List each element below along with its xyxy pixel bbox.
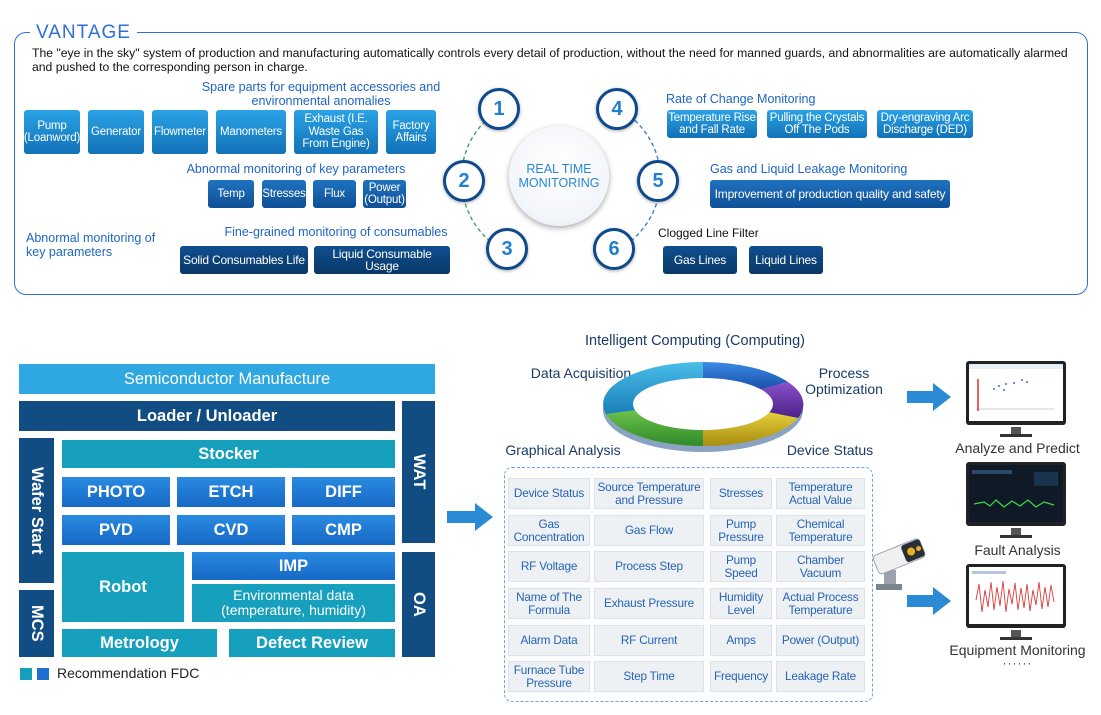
analyze-predict-monitor-icon bbox=[966, 361, 1066, 437]
vantage-description: The "eye in the sky" system of productio… bbox=[32, 46, 1068, 74]
step-number-6: 6 bbox=[593, 228, 635, 270]
vantage-panel bbox=[14, 32, 1088, 295]
param-stresses: Stresses bbox=[262, 180, 306, 208]
defect-review: Defect Review bbox=[229, 629, 395, 657]
grid-cell: Humidity Level bbox=[710, 588, 772, 619]
filter-gas-lines: Gas Lines bbox=[663, 246, 737, 274]
grid-cell: RF Voltage bbox=[508, 551, 590, 582]
filter-liquid-lines: Liquid Lines bbox=[749, 246, 823, 274]
grid-cell: Frequency bbox=[710, 661, 772, 692]
module-imp: IMP bbox=[192, 552, 395, 580]
spare-part-flowmeter: Flowmeter bbox=[152, 110, 208, 154]
spare-part-manometers: Manometers bbox=[216, 110, 286, 154]
legend-swatch-blue bbox=[37, 668, 49, 680]
arrow-right-icon bbox=[447, 503, 493, 531]
module-photo: PHOTO bbox=[62, 477, 170, 507]
oa-block: OA bbox=[402, 552, 435, 657]
step-number-5: 5 bbox=[637, 160, 679, 202]
computing-ring bbox=[603, 362, 804, 452]
param-temp: Temp bbox=[208, 180, 254, 208]
grid-cell: Gas Concentration bbox=[508, 515, 590, 546]
grid-cell: Pump Speed bbox=[710, 551, 772, 582]
graphical-analysis-label: Graphical Analysis bbox=[505, 442, 621, 458]
rate-pulling-crystals: Pulling the Crystals Off The Pods bbox=[767, 110, 867, 138]
grid-cell: Temperature Actual Value bbox=[776, 478, 865, 509]
module-etch: ETCH bbox=[177, 477, 285, 507]
robot: Robot bbox=[62, 552, 184, 622]
grid-cell: Actual Process Temperature bbox=[776, 588, 865, 619]
param-power: Power (Output) bbox=[363, 180, 406, 208]
fault-analysis-label: Fault Analysis bbox=[974, 542, 1061, 558]
stocker: Stocker bbox=[62, 440, 395, 468]
rate-of-change-title: Rate of Change Monitoring bbox=[666, 92, 816, 106]
rate-dry-engraving: Dry-engraving Arc Discharge (DED) bbox=[877, 110, 973, 138]
grid-cell: Chamber Vacuum bbox=[776, 551, 865, 582]
wat-block: WAT bbox=[402, 401, 435, 543]
consumable-liquid: Liquid Consumable Usage bbox=[314, 246, 450, 274]
grid-cell: Leakage Rate bbox=[776, 661, 865, 692]
abnormal-monitoring-title: Abnormal monitoring of key parameters bbox=[186, 162, 406, 176]
grid-cell: Exhaust Pressure bbox=[594, 588, 704, 619]
spare-part-pump: Pump (Loanword) bbox=[24, 110, 80, 154]
module-pvd: PVD bbox=[62, 515, 170, 545]
grid-cell: Amps bbox=[710, 625, 772, 656]
process-optimization-label: Process Optimization bbox=[805, 365, 883, 397]
device-status-label: Device Status bbox=[786, 442, 874, 458]
grid-cell: Furnace Tube Pressure bbox=[508, 661, 590, 692]
module-diff: DIFF bbox=[292, 477, 395, 507]
step-number-3: 3 bbox=[486, 228, 528, 270]
clogged-filter-title: Clogged Line Filter bbox=[658, 226, 759, 240]
grid-cell: Alarm Data bbox=[508, 625, 590, 656]
spare-part-factory-affairs: Factory Affairs bbox=[386, 110, 436, 154]
analyze-predict-label: Analyze and Predict bbox=[955, 440, 1080, 456]
grid-cell: Stresses bbox=[710, 478, 772, 509]
grid-cell: Pump Pressure bbox=[710, 515, 772, 546]
spare-parts-title: Spare parts for equipment accessories an… bbox=[201, 80, 441, 108]
grid-cell: Power (Output) bbox=[776, 625, 865, 656]
grid-cell: RF Current bbox=[594, 625, 704, 656]
grid-cell: Step Time bbox=[594, 661, 704, 692]
real-time-monitoring-hub: REAL TIME MONITORING bbox=[509, 126, 609, 226]
equipment-monitoring-monitor-icon bbox=[966, 564, 1066, 640]
step-number-4: 4 bbox=[596, 88, 638, 130]
leakage-monitoring-title: Gas and Liquid Leakage Monitoring bbox=[710, 162, 908, 176]
arrow-right-icon bbox=[907, 587, 951, 615]
loader-unloader: Loader / Unloader bbox=[19, 401, 395, 431]
spare-part-generator: Generator bbox=[88, 110, 144, 154]
module-cmp: CMP bbox=[292, 515, 395, 545]
semiconductor-header: Semiconductor Manufacture bbox=[19, 364, 435, 394]
more-indicator: ······ bbox=[1002, 656, 1033, 670]
surveillance-camera-icon bbox=[872, 538, 926, 590]
environmental-data: Environmental data (temperature, humidit… bbox=[192, 584, 395, 622]
leakage-quality-safety: Improvement of production quality and sa… bbox=[710, 180, 950, 208]
grid-cell: Process Step bbox=[594, 551, 704, 582]
left-abnormal-label: Abnormal monitoring of key parameters bbox=[26, 231, 156, 259]
metrology: Metrology bbox=[62, 629, 217, 657]
wafer-start-block: Wafer Start bbox=[19, 438, 54, 583]
grid-cell: Source Temperature and Pressure bbox=[594, 478, 704, 509]
data-acquisition-label: Data Acquisition bbox=[530, 365, 632, 381]
grid-cell: Gas Flow bbox=[594, 515, 704, 546]
computing-title: Intelligent Computing (Computing) bbox=[584, 333, 806, 349]
consumable-solid: Solid Consumables Life bbox=[180, 246, 308, 274]
module-cvd: CVD bbox=[177, 515, 285, 545]
step-number-1: 1 bbox=[478, 88, 520, 130]
step-number-2: 2 bbox=[443, 160, 485, 202]
param-flux: Flux bbox=[313, 180, 356, 208]
arrow-right-icon bbox=[907, 383, 951, 411]
legend-label: Recommendation FDC bbox=[57, 665, 200, 681]
vantage-title: VANTAGE bbox=[30, 22, 137, 44]
grid-cell: Device Status bbox=[508, 478, 590, 509]
mcs-block: MCS bbox=[19, 590, 54, 657]
spare-part-exhaust: Exhaust (I.E. Waste Gas From Engine) bbox=[294, 110, 378, 154]
fault-analysis-monitor-icon bbox=[966, 462, 1066, 538]
rate-temp-rise-fall: Temperature Rise and Fall Rate bbox=[667, 110, 757, 138]
legend-swatch-teal bbox=[20, 668, 32, 680]
consumables-title: Fine-grained monitoring of consumables bbox=[224, 225, 448, 239]
grid-cell: Chemical Temperature bbox=[776, 515, 865, 546]
equipment-monitoring-label: Equipment Monitoring bbox=[949, 642, 1086, 658]
grid-cell: Name of The Formula bbox=[508, 588, 590, 619]
